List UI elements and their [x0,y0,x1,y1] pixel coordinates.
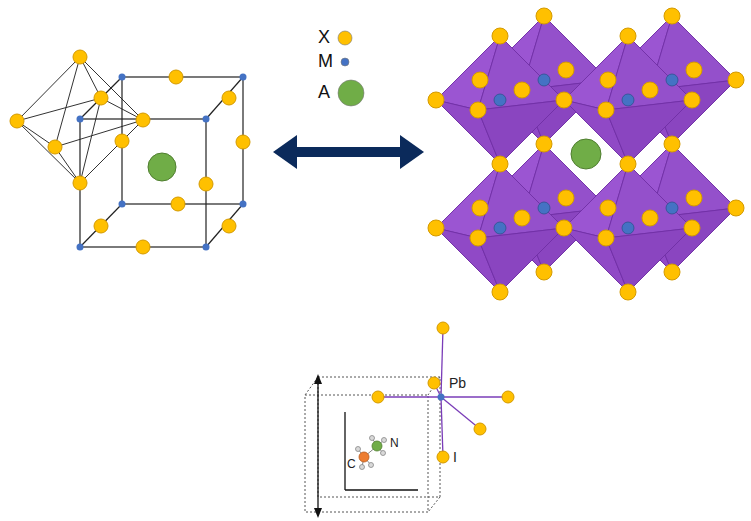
m-site-atom [494,222,506,234]
x-site-atom [620,28,636,44]
x-site-atom [536,264,552,280]
x-site-atom [470,230,486,246]
nitrogen-atom [372,441,382,451]
x-site-atom [472,200,488,216]
x-site-atom [686,190,702,206]
legend-text: X [318,28,330,48]
octahedron-face [606,164,692,238]
hydrogen-atoms [356,436,387,470]
m-site-atom [666,74,678,86]
atom-label: Pb [449,376,466,391]
m-site-atom [538,74,550,86]
axis-lines [318,383,418,512]
legend-swatch [336,29,354,47]
atom-label: C [347,458,356,471]
x-site-atom [470,102,486,118]
x-site-atom [472,72,488,88]
m-site-atom [538,202,550,214]
m-site-atom [622,94,634,106]
x-site-atom [686,62,702,78]
x-site-atoms [10,50,250,254]
lead-atom [438,394,445,401]
legend-swatch [339,56,351,68]
x-site-atom [664,8,680,24]
m-site-atom [666,202,678,214]
x-site-atom [536,8,552,24]
small-unit-cell [305,377,440,512]
x-site-atom [684,220,700,236]
octahedra-network [428,8,744,300]
unit-cell-cube [80,77,243,247]
atom-label: I [453,450,457,465]
octahedron-face [478,228,564,292]
octahedron-face [478,36,564,110]
carbon-atom [359,452,369,462]
legend-entry: M [318,52,351,72]
legend-entry: A [318,78,366,108]
methylammonium-bonds [358,438,384,467]
x-site-atom [492,28,508,44]
legend-text: M [318,52,333,72]
x-site-atom [728,200,744,216]
x-site-atom [558,62,574,78]
x-site-atom [642,82,658,98]
x-site-atom [598,230,614,246]
octahedron-face [606,228,692,292]
legend-swatch [336,78,366,108]
pb-i-bonds [378,328,508,457]
x-site-atom [600,72,616,88]
m-site-atom [494,94,506,106]
x-site-atom [664,264,680,280]
x-site-atom [536,136,552,152]
x-site-atom [558,190,574,206]
x-site-atom [556,92,572,108]
x-site-atom [428,92,444,108]
atom-label: N [390,437,399,450]
legend-entry: X [318,28,354,48]
x-site-atom [620,156,636,172]
x-site-atom [598,102,614,118]
x-site-atom [620,284,636,300]
octahedron-face [478,164,564,238]
x-site-atom [664,136,680,152]
x-site-atom [642,210,658,226]
x-site-atom [492,284,508,300]
a-site-atom [148,153,176,181]
octahedron-face [606,36,692,110]
double-arrow [273,135,424,169]
x-site-atom [428,220,444,236]
axis-arrowheads [314,374,322,518]
m-site-atoms [77,74,247,251]
x-site-atom [492,156,508,172]
legend-text: A [318,83,330,103]
x-site-atom [600,200,616,216]
a-site-atom [571,139,601,169]
octahedron-face [606,100,692,164]
iodine-atoms [372,322,514,463]
x-site-atom [514,82,530,98]
x-site-atom [684,92,700,108]
octahedron-face [478,100,564,164]
x-site-atom [514,210,530,226]
x-site-atom [556,220,572,236]
x-site-atom [728,72,744,88]
m-site-atom [622,222,634,234]
